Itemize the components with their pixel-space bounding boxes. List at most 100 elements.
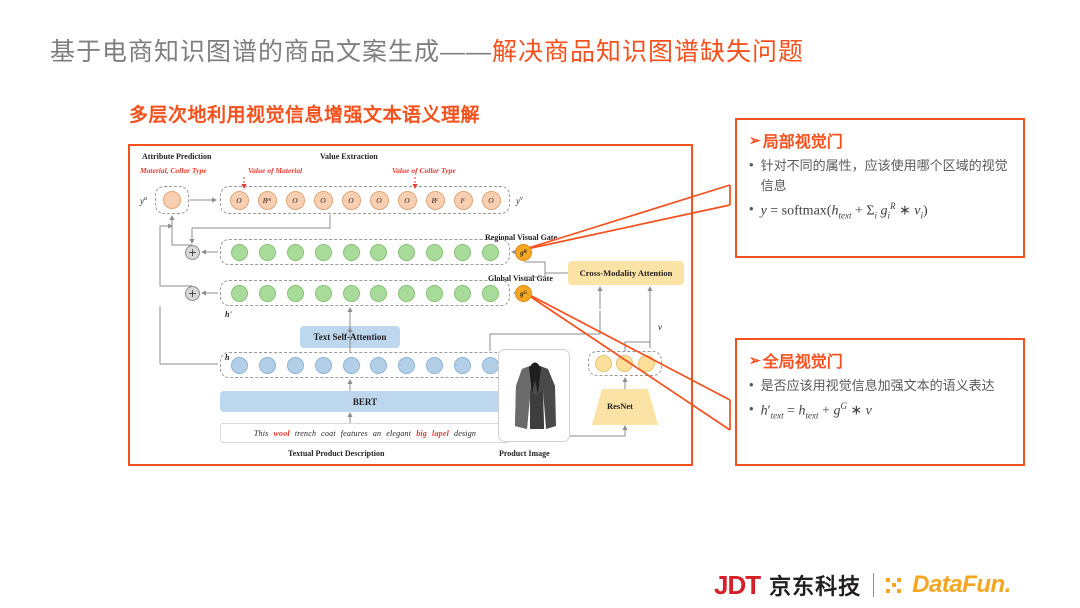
bullet-dot-icon: • bbox=[749, 157, 754, 172]
bert-token bbox=[231, 356, 249, 374]
label-product-image: Product Image bbox=[499, 449, 550, 458]
callout-local-formula: • y = softmax(htext + Σi giR ∗ vi) bbox=[749, 200, 1011, 223]
value-token: O bbox=[341, 190, 361, 210]
global-hidden-token bbox=[453, 284, 471, 302]
regional-hidden-token bbox=[481, 243, 499, 261]
global-hidden-token bbox=[342, 284, 360, 302]
description-word: trench bbox=[294, 428, 317, 438]
datafun-dots-icon bbox=[886, 577, 902, 593]
page-title: 基于电商知识图谱的商品文案生成——解决商品知识图谱缺失问题 bbox=[50, 32, 804, 68]
sum-node-global: + bbox=[185, 286, 200, 301]
block-cross-modality-attention: Cross-Modality Attention bbox=[568, 261, 684, 285]
label-y-a: ya bbox=[140, 196, 147, 206]
global-hidden-token bbox=[425, 284, 443, 302]
label-y-v: yv bbox=[516, 196, 523, 206]
regional-hidden-token bbox=[370, 243, 388, 261]
bert-token bbox=[314, 356, 332, 374]
label-value-of-material: Value of Material bbox=[248, 166, 303, 175]
global-hidden-token bbox=[398, 284, 416, 302]
value-token: O bbox=[397, 190, 417, 210]
bert-token bbox=[453, 356, 471, 374]
bullet-dot-icon: • bbox=[749, 377, 754, 392]
label-value-extraction: Value Extraction bbox=[320, 152, 378, 161]
description-word: design bbox=[454, 428, 477, 438]
description-word: lapel bbox=[432, 428, 450, 438]
callout-global-title: ➢ 全局视觉门 bbox=[749, 351, 843, 372]
bullet-dot-icon: • bbox=[749, 201, 754, 217]
formula-local: y = softmax(htext + Σi giR ∗ vi) bbox=[760, 201, 928, 221]
block-bert: BERT bbox=[220, 391, 510, 412]
label-value-of-collar-type: Value of Collar Type bbox=[392, 166, 456, 175]
description-word: wool bbox=[273, 428, 290, 438]
logo-divider bbox=[873, 573, 875, 597]
bert-token-row bbox=[220, 352, 510, 378]
description-word: elegant bbox=[386, 428, 412, 438]
description-word: big bbox=[416, 428, 428, 438]
global-hidden-token bbox=[370, 284, 388, 302]
description-word: an bbox=[372, 428, 382, 438]
label-textual-product-description: Textual Product Description bbox=[288, 449, 385, 458]
global-hidden-token bbox=[481, 284, 499, 302]
description-word: This bbox=[253, 428, 269, 438]
page-title-main: 基于电商知识图谱的商品文案生成—— bbox=[50, 38, 493, 66]
global-hidden-token bbox=[314, 284, 332, 302]
value-token: O bbox=[481, 190, 501, 210]
label-h-prime: h' bbox=[225, 310, 232, 319]
regional-hidden-token bbox=[425, 243, 443, 261]
architecture-diagram: Attribute Prediction Material, Collar Ty… bbox=[128, 144, 693, 466]
bert-token bbox=[398, 356, 416, 374]
datafun-logo-text: DataFun. bbox=[912, 571, 1011, 598]
arrow-bullet-icon: ➢ bbox=[749, 351, 761, 368]
attribute-prediction-group bbox=[155, 186, 189, 214]
attribute-node bbox=[163, 191, 181, 209]
global-hidden-token bbox=[286, 284, 304, 302]
value-token: O bbox=[313, 190, 333, 210]
callout-local-visual-gate: ➢ 局部视觉门 • 针对不同的属性，应该使用哪个区域的视觉信息 • y = so… bbox=[735, 118, 1025, 258]
regional-hidden-token bbox=[314, 243, 332, 261]
label-attribute-prediction-sub: Material, Collar Type bbox=[140, 166, 207, 175]
bert-token bbox=[286, 356, 304, 374]
jd-chinese-name: 京东科技 bbox=[769, 574, 862, 599]
callout-global-formula: • h′text = htext + gG ∗ v bbox=[749, 400, 1011, 423]
label-attribute-prediction: Attribute Prediction bbox=[142, 152, 212, 161]
callout-global-visual-gate: ➢ 全局视觉门 • 是否应该用视觉信息加强文本的语义表达 • h′text = … bbox=[735, 338, 1025, 466]
regional-hidden-token bbox=[231, 243, 249, 261]
jdt-logo-mark: JDT bbox=[714, 569, 761, 600]
value-token: O bbox=[285, 190, 305, 210]
callout-local-bullet: • 针对不同的属性，应该使用哪个区域的视觉信息 bbox=[749, 156, 1011, 196]
description-word: features bbox=[340, 428, 368, 438]
page-title-accent: 解决商品知识图谱缺失问题 bbox=[492, 38, 805, 66]
sum-node-regional: + bbox=[185, 245, 200, 260]
description-word: coat bbox=[321, 428, 336, 438]
bert-token bbox=[259, 356, 277, 374]
regional-hidden-token bbox=[453, 243, 471, 261]
regional-hidden-token bbox=[342, 243, 360, 261]
bert-token bbox=[425, 356, 443, 374]
value-token: O bbox=[229, 190, 249, 210]
diagram-connectors bbox=[159, 177, 653, 437]
footer-logos: JDT 京东科技 DataFun. bbox=[714, 569, 1011, 601]
bert-token bbox=[342, 356, 360, 374]
global-hidden-token bbox=[259, 284, 277, 302]
bert-token bbox=[370, 356, 388, 374]
section-subtitle: 多层次地利用视觉信息增强文本语义理解 bbox=[129, 105, 481, 126]
label-global-visual-gate: Global Visual Gate bbox=[488, 274, 553, 283]
callout-global-bullet: • 是否应该用视觉信息加强文本的语义表达 bbox=[749, 376, 1011, 396]
global-hidden-row bbox=[220, 280, 510, 306]
label-regional-visual-gate: Regional Visual Gate bbox=[485, 233, 558, 242]
regional-hidden-token bbox=[259, 243, 277, 261]
global-hidden-token bbox=[231, 284, 249, 302]
arrow-bullet-icon: ➢ bbox=[749, 131, 761, 148]
regional-hidden-row bbox=[220, 239, 510, 265]
value-token: O bbox=[369, 190, 389, 210]
bullet-dot-icon: • bbox=[749, 401, 754, 417]
regional-hidden-token bbox=[398, 243, 416, 261]
regional-hidden-token bbox=[286, 243, 304, 261]
formula-global: h′text = htext + gG ∗ v bbox=[760, 401, 872, 421]
